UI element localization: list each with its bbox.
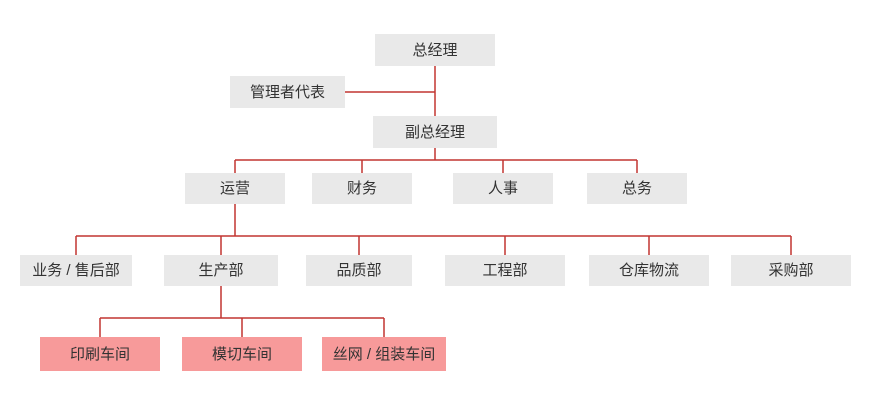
org-node-production: 生产部: [164, 255, 278, 286]
org-node-die-cutting-workshop: 模切车间: [182, 337, 302, 371]
edge-deputy-to-level3: [234, 148, 638, 173]
org-node-operations: 运营: [185, 173, 285, 204]
org-node-finance: 财务: [312, 173, 412, 204]
org-node-sales-aftersales: 业务 / 售后部: [20, 255, 132, 286]
org-node-hr: 人事: [453, 173, 553, 204]
org-node-printing-workshop: 印刷车间: [40, 337, 160, 371]
org-node-warehouse-logistics: 仓库物流: [589, 255, 709, 286]
edge-operations-to-level4: [75, 204, 792, 255]
org-node-quality: 品质部: [306, 255, 412, 286]
edge-production-to-workshops: [99, 286, 385, 337]
org-node-engineering: 工程部: [445, 255, 565, 286]
org-node-purchasing: 采购部: [731, 255, 851, 286]
org-node-general-affairs: 总务: [587, 173, 687, 204]
org-node-general-manager: 总经理: [375, 34, 495, 66]
org-node-deputy-general-manager: 副总经理: [373, 116, 497, 148]
org-node-management-representative: 管理者代表: [230, 76, 345, 108]
org-node-screen-assembly-workshop: 丝网 / 组装车间: [322, 337, 446, 371]
